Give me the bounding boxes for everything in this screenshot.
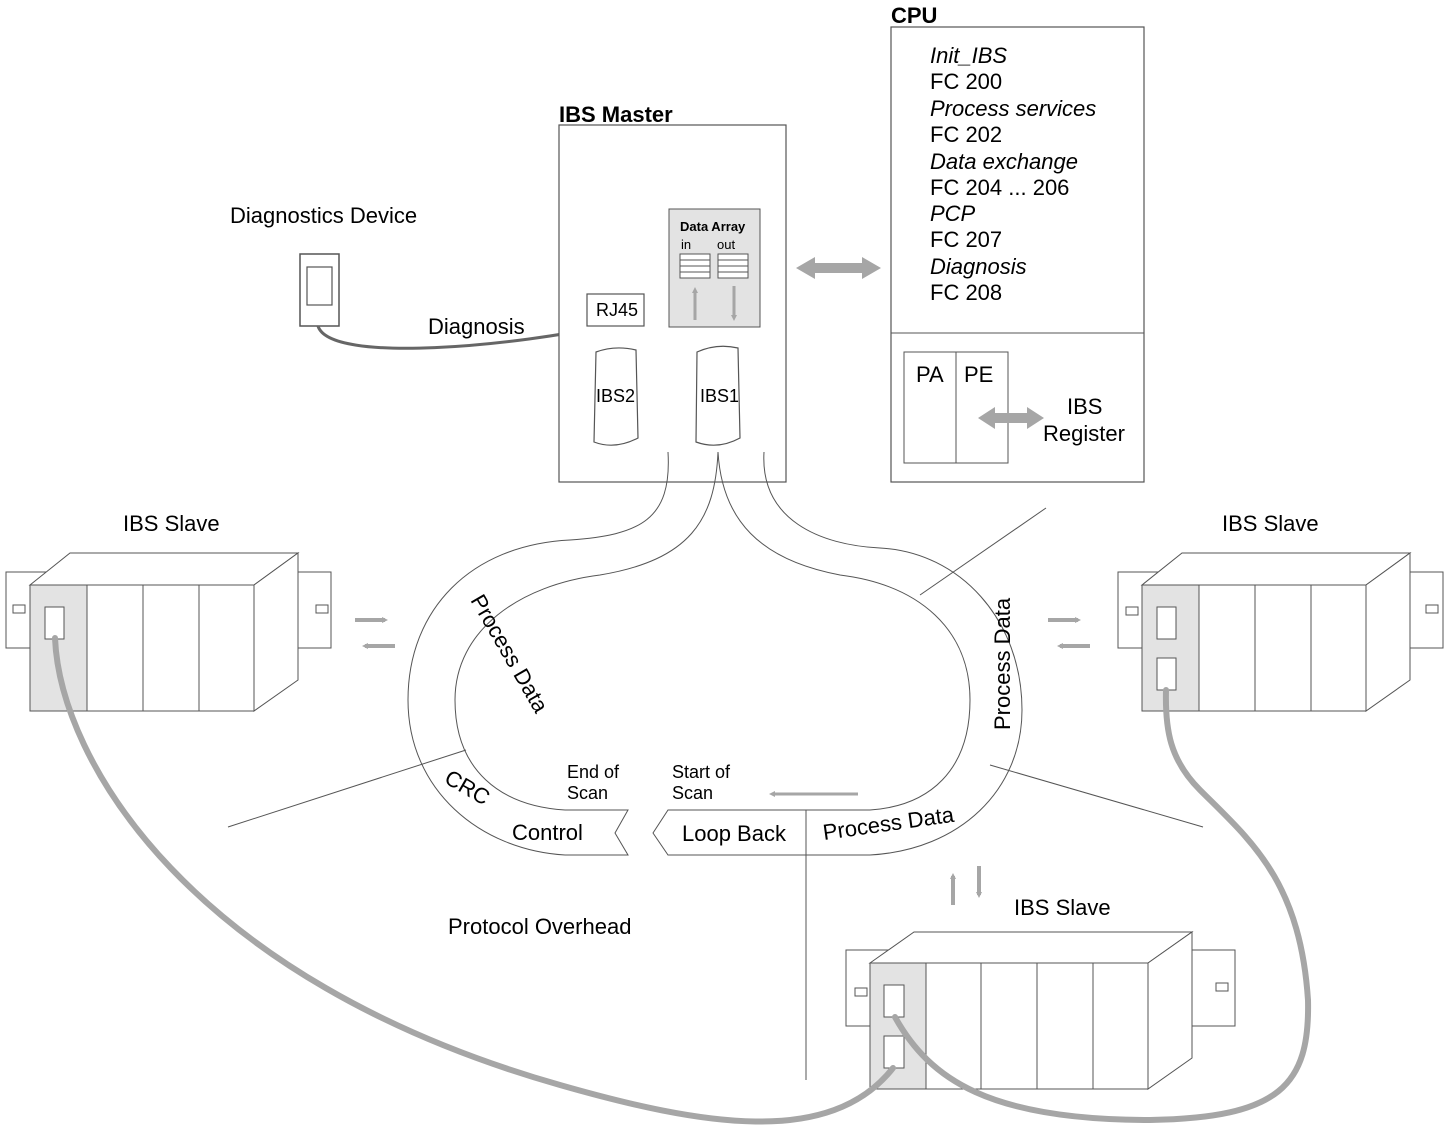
pe-register-double-arrow <box>978 407 1044 429</box>
register-label-line1: IBS <box>1067 394 1102 419</box>
cpu-fn-name: Diagnosis <box>930 254 1027 279</box>
data-array-out-label: out <box>717 237 735 252</box>
right-slave-device <box>1117 552 1444 712</box>
ring-right-process-data: Process Data <box>990 597 1015 730</box>
bus-ring <box>407 451 1023 856</box>
cpu-fn-code: FC 208 <box>930 280 1002 305</box>
pe-label: PE <box>964 362 993 387</box>
cpu-fn-code: FC 204 ... 206 <box>930 175 1069 200</box>
right-slave-label: IBS Slave <box>1222 511 1319 536</box>
control-label: Control <box>512 820 583 845</box>
right-slave-arrows <box>1048 617 1090 649</box>
process-data-right: Process Data <box>990 597 1015 730</box>
left-slave-device <box>5 552 332 712</box>
left-slave-label: IBS Slave <box>123 511 220 536</box>
master-title: IBS Master <box>559 102 673 127</box>
cpu-fn-code: FC 207 <box>930 227 1002 252</box>
out-buffer-icon <box>717 253 749 279</box>
data-array-in-label: in <box>681 237 691 252</box>
process-data-bottom: Process Data <box>821 802 956 845</box>
rj45-label: RJ45 <box>596 300 638 320</box>
data-array-title: Data Array <box>680 219 746 234</box>
loop-back-label: Loop Back <box>682 821 787 846</box>
start-of-scan-line2: Scan <box>672 783 713 803</box>
rj45-port: RJ45 <box>586 293 645 327</box>
ibs1-port: IBS1 <box>695 345 741 446</box>
cpu-function-list: Init_IBS FC 200 Process services FC 202 … <box>930 43 1096 305</box>
cable-bottom-to-right <box>892 687 1312 1124</box>
cpu-fn-code: FC 202 <box>930 122 1002 147</box>
cpu-fn-name: Data exchange <box>930 149 1078 174</box>
register-label-line2: Register <box>1043 421 1125 446</box>
cpu-fn-name: Process services <box>930 96 1096 121</box>
diagnostics-device-label: Diagnostics Device <box>230 203 417 228</box>
diagnosis-label: Diagnosis <box>428 314 525 339</box>
diagnostics-device <box>299 253 340 327</box>
cpu-title: CPU <box>891 3 937 28</box>
pa-label: PA <box>916 362 944 387</box>
cpu-fn-code: FC 200 <box>930 69 1002 94</box>
cpu-fn-name: Init_IBS <box>930 43 1007 68</box>
pe-area <box>955 351 1009 464</box>
bottom-slave-arrows <box>950 866 982 905</box>
in-buffer-icon <box>679 253 711 279</box>
master-cpu-double-arrow <box>796 257 881 279</box>
left-slave-arrows <box>355 617 395 649</box>
bus-cables <box>52 635 1312 1125</box>
cable-left-to-bottom <box>52 635 896 1125</box>
start-of-scan-line1: Start of <box>672 762 731 782</box>
end-of-scan-line2: Scan <box>567 783 608 803</box>
cpu-fn-name: PCP <box>930 201 976 226</box>
ring-left-process-data: Process Data <box>466 590 554 718</box>
bottom-slave-label: IBS Slave <box>1014 895 1111 920</box>
process-data-left: Process Data <box>466 590 554 718</box>
ibs1-label: IBS1 <box>700 386 739 406</box>
end-of-scan-line1: End of <box>567 762 620 782</box>
sector-lines <box>227 507 1204 1080</box>
bottom-slave-device <box>845 931 1236 1090</box>
ibs2-port: IBS2 <box>593 347 639 446</box>
ring-bottom-right-process-data: Process Data <box>821 802 956 845</box>
protocol-overhead-label: Protocol Overhead <box>448 914 631 939</box>
pa-area <box>903 351 957 464</box>
ibs2-label: IBS2 <box>596 386 635 406</box>
data-array: Data Array in out <box>668 208 761 328</box>
